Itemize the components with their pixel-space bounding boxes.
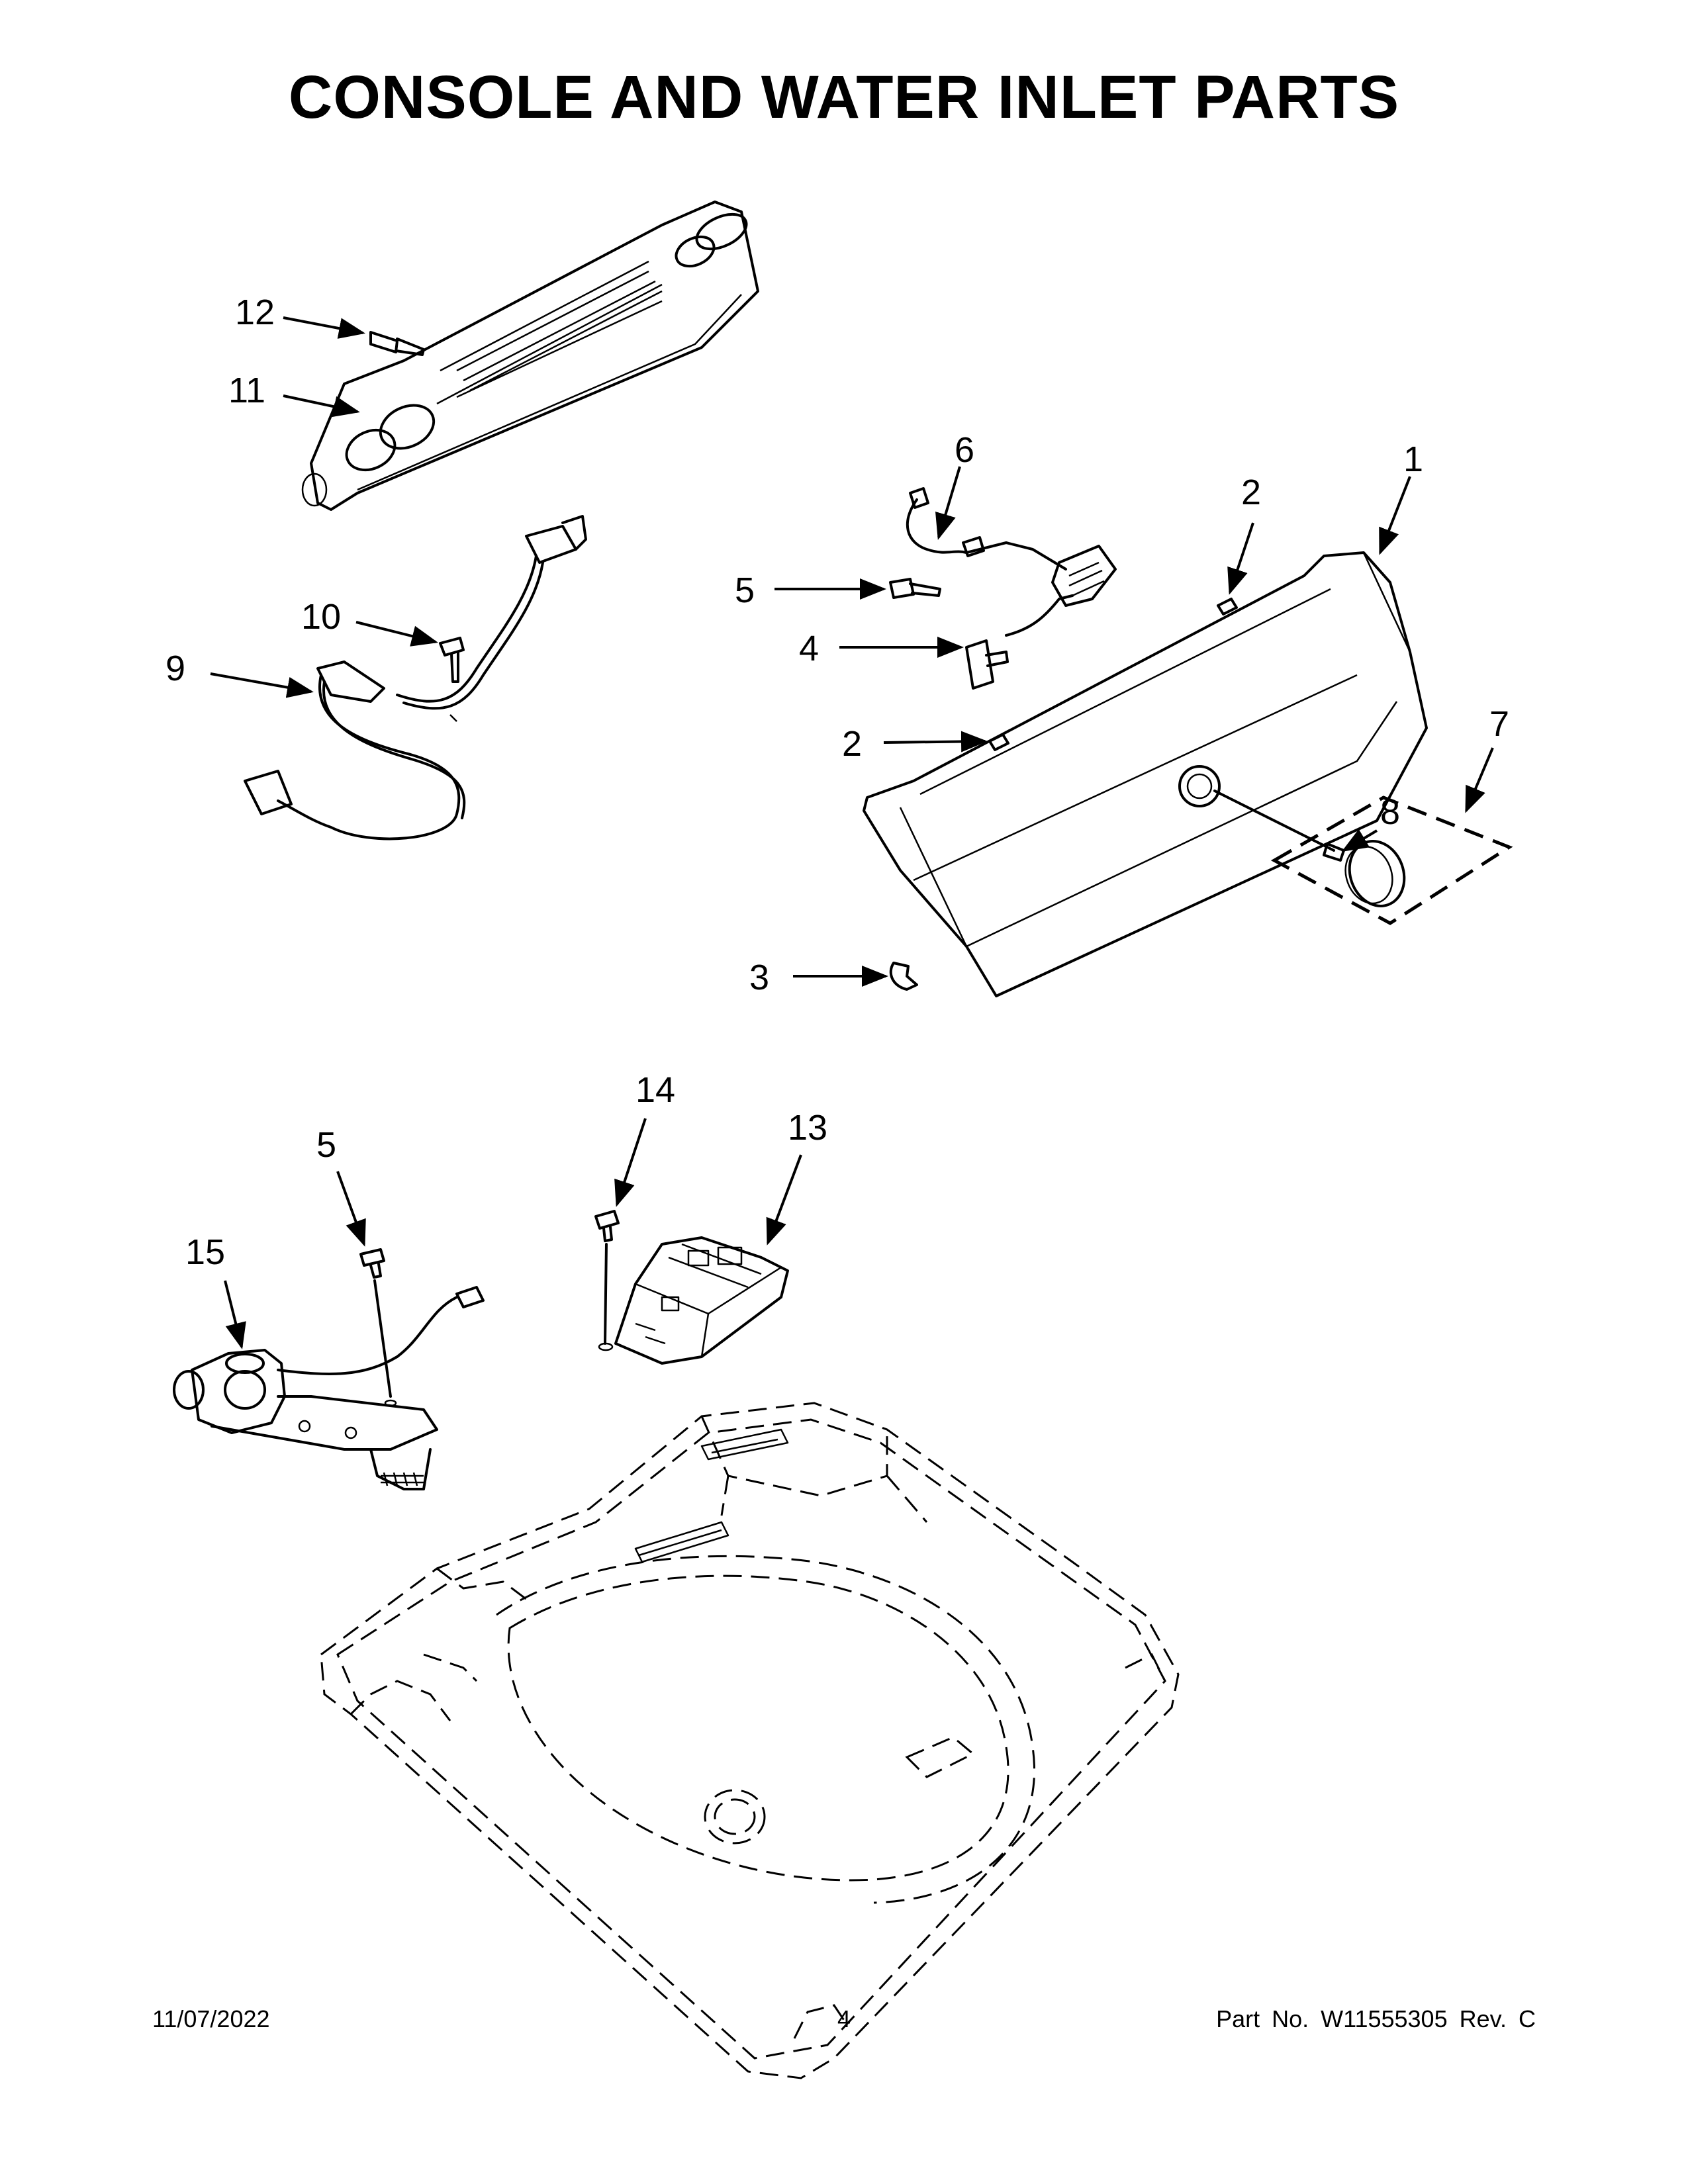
wire-harness-9 — [244, 515, 587, 841]
knob-kit-7 — [1270, 796, 1513, 925]
callout-1: 1 — [1403, 439, 1423, 479]
water-inlet-valve-15 — [173, 1286, 485, 1490]
callout-4: 4 — [799, 629, 819, 668]
control-board-13 — [614, 1236, 789, 1365]
callout-8: 8 — [1380, 792, 1400, 832]
rev-value: C — [1519, 2005, 1536, 2032]
part-label: Part No. — [1216, 2005, 1309, 2032]
label-plates — [634, 1428, 789, 1563]
footer-page-number: 4 — [837, 2005, 851, 2032]
callout-13: 13 — [788, 1108, 827, 1148]
callout-2-upper: 2 — [1241, 473, 1261, 512]
rev-label: Rev. — [1459, 2005, 1507, 2032]
callout-15: 15 — [185, 1232, 225, 1272]
part-number: W11555305 — [1321, 2005, 1448, 2032]
screw-14 — [594, 1210, 620, 1351]
rear-console-panel — [301, 201, 759, 511]
callout-6: 6 — [955, 430, 974, 470]
clip-3 — [889, 962, 918, 991]
callout-14: 14 — [635, 1070, 675, 1110]
screw-5-upper — [889, 578, 941, 599]
callout-5-upper: 5 — [735, 570, 755, 610]
callout-3: 3 — [749, 958, 769, 997]
switch-bracket-4 — [965, 639, 1009, 690]
footer-part-number: Part No. W11555305 Rev. C — [1216, 2005, 1536, 2033]
panel-slots — [456, 270, 663, 398]
callout-5-lower: 5 — [316, 1125, 336, 1165]
callout-10: 10 — [301, 597, 341, 637]
footer-date: 11/07/2022 — [152, 2005, 270, 2032]
clip-2-upper — [1217, 598, 1238, 615]
screw-5-lower — [359, 1248, 397, 1407]
callout-12: 12 — [235, 293, 275, 332]
console-panel-1 — [863, 551, 1428, 997]
callout-2-lower: 2 — [842, 724, 862, 764]
screw-12 — [369, 331, 425, 356]
leader-lines — [210, 316, 1494, 1349]
knob-8 — [1213, 790, 1406, 907]
wire-harness-6 — [906, 487, 1117, 637]
callout-11: 11 — [228, 371, 265, 410]
screw-10 — [439, 637, 465, 683]
callout-7: 7 — [1489, 704, 1509, 744]
callout-9: 9 — [165, 649, 185, 688]
washer-top-cabinet — [320, 1402, 1180, 2079]
page-title: CONSOLE AND WATER INLET PARTS — [288, 64, 1400, 131]
clip-2-lower — [988, 733, 1009, 751]
